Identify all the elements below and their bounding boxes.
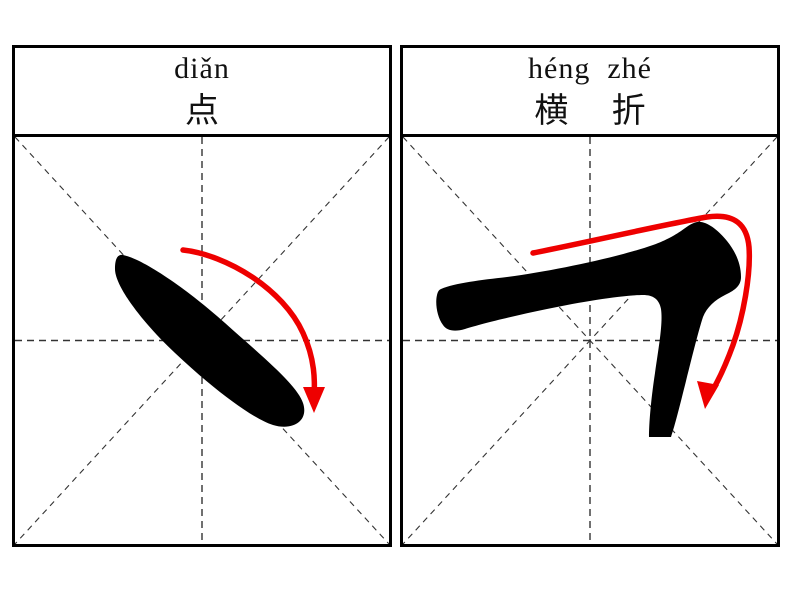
direction-arrow-head-hengzhe <box>697 381 719 409</box>
pinyin-label-hengzhe: héng zhé <box>528 52 652 85</box>
stroke-illustration-hengzhe <box>436 213 753 437</box>
direction-arrow-head-dian <box>303 387 325 413</box>
pinyin-label-dian: diǎn <box>174 52 230 85</box>
stroke-label-box-dian: diǎn 点 <box>12 45 392 137</box>
brush-stroke-dian <box>115 254 305 427</box>
stroke-illustration-dian <box>115 247 325 427</box>
practice-grid-dian <box>12 134 392 547</box>
stroke-label-box-hengzhe: héng zhé 横 折 <box>400 45 780 137</box>
stroke-panel-dian: diǎn 点 <box>12 45 392 547</box>
hanzi-label-hengzhe: 横 折 <box>534 91 646 131</box>
hanzi-label-dian: 点 <box>185 91 219 131</box>
practice-grid-hengzhe <box>400 134 780 547</box>
direction-arrow-path-hengzhe <box>530 213 753 396</box>
grid-diagonal-tr-bl <box>403 137 777 544</box>
stroke-panel-hengzhe: héng zhé 横 折 <box>400 45 780 547</box>
grid-guides-hengzhe <box>403 137 777 544</box>
brush-stroke-hengzhe <box>436 221 741 437</box>
direction-arrow-path-dian <box>180 247 318 400</box>
